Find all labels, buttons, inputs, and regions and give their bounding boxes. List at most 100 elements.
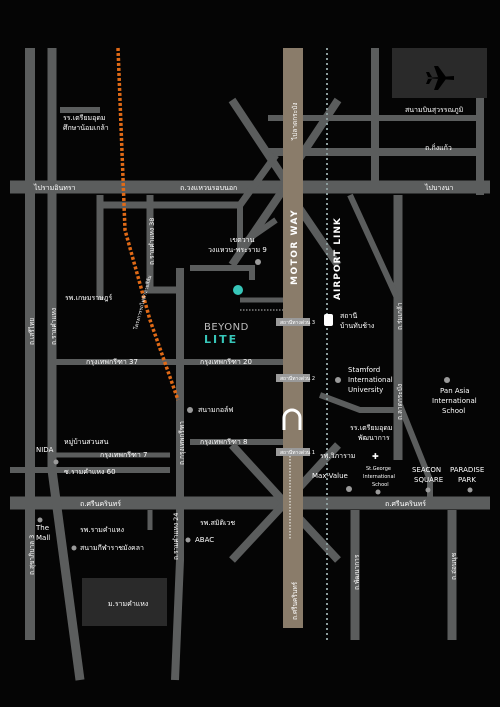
place-dot bbox=[37, 517, 43, 523]
motorway-exits: สถานีทางด่วน 3 สถานีทางด่วน 2 สถานีทางด่… bbox=[276, 318, 315, 456]
village-label: หมู่บ้านสวนสน bbox=[64, 438, 109, 446]
place-dot bbox=[425, 487, 431, 493]
location-dot-icon bbox=[233, 285, 243, 295]
ring-label-1: เขตวาน bbox=[230, 236, 255, 244]
road-right2 bbox=[347, 193, 401, 302]
train-icon bbox=[324, 314, 333, 326]
orange-line-rail bbox=[116, 47, 180, 401]
school-right-1: รร.เตรียมอุดม bbox=[350, 424, 393, 432]
ramkhamhaeng-university-area: ม.รามคำแหง bbox=[82, 578, 167, 626]
project-access bbox=[240, 309, 291, 540]
maxvalue-label: Max-Value bbox=[312, 472, 348, 480]
exit-2-label: สถานีทางด่วน 2 bbox=[280, 375, 315, 382]
golf-label: สนามกอล์ฟ bbox=[198, 406, 233, 414]
station-label-top: สถานี bbox=[340, 312, 357, 320]
rk38-label: ถ.รามคำแหง 38 bbox=[148, 218, 156, 265]
stamford-2: International bbox=[348, 376, 393, 384]
ring-road-label: ถ.วงแหวนรอบนอก bbox=[180, 184, 237, 192]
place-dot bbox=[444, 377, 450, 383]
to-lat-krabang-label: ไปลาดกระบัง bbox=[291, 103, 299, 141]
project-brand-bottom: LITE bbox=[204, 333, 238, 346]
road-mid bbox=[190, 265, 255, 280]
cross-icon: ✚ bbox=[372, 452, 379, 461]
airport-label: สนามบินสุวรรณภูมิ bbox=[405, 106, 463, 114]
seacon-1: SEACON bbox=[412, 466, 441, 474]
kkt-37-label: กรุงเทพกรีฑา 37 bbox=[86, 358, 138, 366]
luk-kai-label: ถ.ลาดกระบัง bbox=[396, 384, 404, 420]
stgeorge-3: School bbox=[372, 482, 389, 488]
place-dot bbox=[53, 459, 59, 465]
srinakarin-s-label: ถ.ศรีนครินทร์ bbox=[291, 581, 299, 620]
to-bangna-label: ไปบางนา bbox=[424, 183, 454, 192]
airport-link-label: AIRPORT LINK bbox=[333, 217, 343, 300]
motorway-label: MOTOR WAY bbox=[290, 209, 300, 285]
seacon-2: SQUARE bbox=[414, 476, 443, 484]
rajamangala-label: สนามกีฬาราชมังคลา bbox=[80, 544, 144, 552]
place-dot bbox=[187, 407, 193, 413]
seri-thai-label: ถ.เสรีไทย bbox=[28, 318, 36, 345]
themall-1: The bbox=[35, 524, 49, 532]
romklao-label: ถ.ร่มเกล้า bbox=[396, 302, 404, 330]
road-right3 bbox=[318, 392, 398, 413]
rk60-label: ซ.รามคำแหง 60 bbox=[64, 468, 116, 476]
road-network bbox=[10, 48, 490, 681]
hospital-right: รพ.วิภาราม bbox=[320, 452, 355, 460]
paradise-1: PARADISE bbox=[450, 466, 484, 474]
station-label-bottom: บ้านทับช้าง bbox=[340, 322, 374, 330]
rk24-label: ถ.รามคำแหง 24 bbox=[172, 513, 180, 560]
rk38-road bbox=[146, 195, 180, 294]
ramkhamhaeng-university-label: ม.รามคำแหง bbox=[108, 600, 148, 608]
place-dot bbox=[467, 487, 473, 493]
on-nut-label: ถ.อ่อนนุช bbox=[450, 552, 458, 580]
hospital-kasem-label: รพ.เกษมราษฎร์ bbox=[65, 294, 112, 302]
school-triam-label: รร.เตรียมอุดม bbox=[63, 114, 106, 122]
hospital-ram-label: รพ.รามคำแหง bbox=[80, 526, 124, 534]
hospital-samitivej-label: รพ.สมิติเวช bbox=[200, 519, 235, 527]
panasia-3: School bbox=[442, 407, 465, 415]
stamford-1: Stamford bbox=[348, 366, 380, 374]
phatthanakan-label: ถ.พัฒนาการ bbox=[353, 554, 361, 590]
sukhaphiban3-label: ถ.สุขาภิบาล 3 bbox=[28, 535, 36, 575]
place-dot bbox=[346, 486, 352, 492]
stamford-3: University bbox=[348, 386, 383, 394]
u-turn-icon bbox=[282, 408, 302, 430]
project-brand-top: BEYOND bbox=[204, 322, 249, 333]
place-dot bbox=[185, 537, 191, 543]
place-dot bbox=[335, 377, 341, 383]
ramkhamhaeng-left-label: ถ.รามคำแหง bbox=[50, 308, 58, 345]
road-right4 bbox=[395, 398, 433, 503]
place-dot bbox=[255, 259, 261, 265]
school-triam-label-2: ศึกษาน้อมเกล้า bbox=[63, 123, 109, 132]
places: รร.เตรียมอุดม ศึกษาน้อมเกล้า เขตวาน วงแห… bbox=[35, 114, 484, 552]
nida-label: NIDA bbox=[36, 446, 54, 454]
paradise-2: PARK bbox=[458, 476, 476, 484]
krungthep-kreetha-road-label: ถ.กรุงเทพกรีฑา bbox=[178, 421, 186, 465]
airport-area: สนามบินสุวรรณภูมิ bbox=[392, 48, 487, 114]
exit-1-label: สถานีทางด่วน 1 bbox=[280, 449, 315, 456]
stgeorge-1: St.George bbox=[366, 466, 391, 472]
kkt-road bbox=[171, 268, 184, 681]
kkt-20-label: กรุงเทพกรีฑา 20 bbox=[200, 358, 252, 366]
stgeorge-2: International bbox=[363, 474, 395, 480]
road-ring-loop bbox=[237, 205, 278, 251]
ramkhamhaeng-sw bbox=[47, 469, 85, 681]
airplane-icon bbox=[426, 66, 454, 90]
themall-2: Mall bbox=[36, 534, 50, 542]
motorway bbox=[228, 48, 342, 628]
srinakarin-right-label: ถ.ศรีนครินทร์ bbox=[385, 500, 426, 508]
exit-3-label: สถานีทางด่วน 3 bbox=[280, 319, 315, 326]
project-marker: BEYOND LITE bbox=[204, 285, 249, 346]
ban-thap-chang-station: สถานี บ้านทับช้าง bbox=[324, 312, 374, 330]
panasia-2: International bbox=[432, 397, 477, 405]
kingkaew-label: ถ.กิ่งแก้ว bbox=[425, 143, 452, 152]
panasia-1: Pan Asia bbox=[440, 387, 470, 395]
kkt-7-label: กรุงเทพกรีฑา 7 bbox=[100, 451, 147, 459]
srinakarin-left-label: ถ.ศรีนครินทร์ bbox=[80, 500, 121, 508]
place-dot bbox=[71, 545, 77, 551]
ring-label-2: วงแหวน-พระราม 9 bbox=[208, 246, 267, 254]
abac-label: ABAC bbox=[195, 536, 214, 544]
kkt-8-label: กรุงเทพกรีฑา 8 bbox=[200, 438, 247, 446]
to-ram-intra-label: ไปรามอินทรา bbox=[33, 183, 76, 192]
school-right-2: พัฒนาการ bbox=[358, 434, 390, 442]
